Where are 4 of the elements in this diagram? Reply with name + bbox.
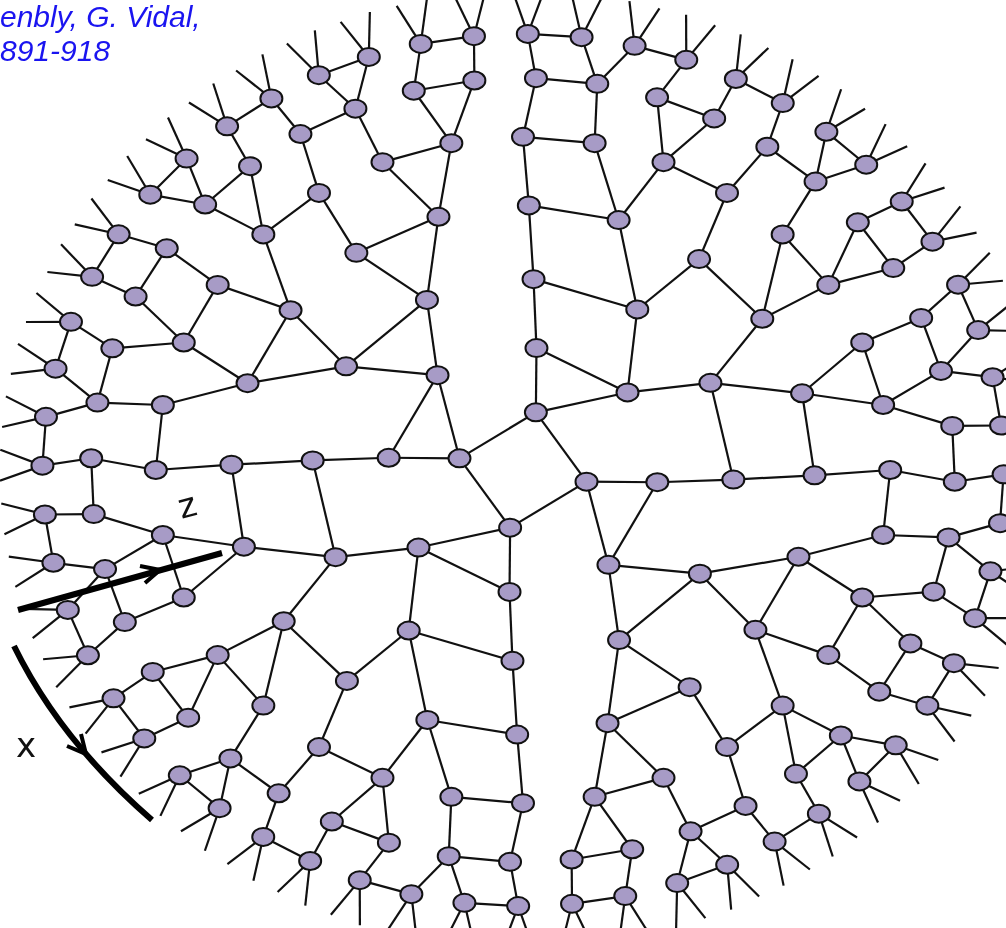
axis-label: x	[16, 728, 37, 762]
axis-label: z	[173, 486, 200, 524]
reference-text: 891-918	[0, 36, 111, 66]
reference-text: enbly, G. Vidal,	[0, 2, 201, 32]
